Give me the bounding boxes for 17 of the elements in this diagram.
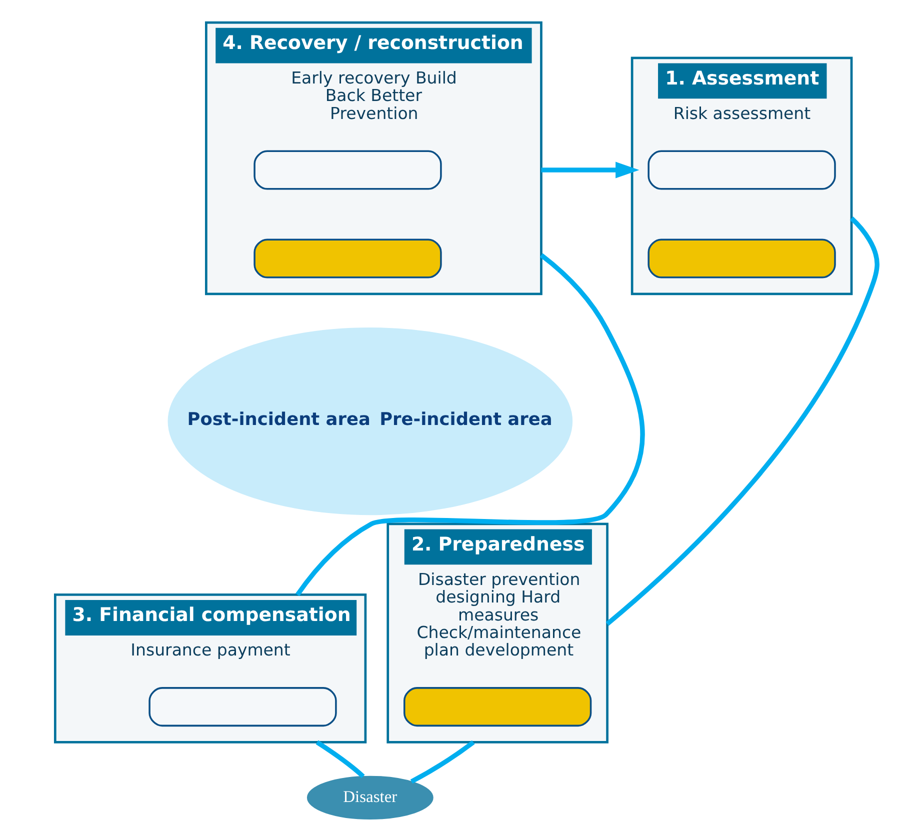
connector: [295, 253, 644, 596]
arrow: [540, 162, 639, 178]
node-box: [148, 687, 336, 727]
node-ellipse: Post-incident area Pre-incident area: [167, 328, 572, 516]
node-box: [253, 150, 442, 190]
cluster: 3. Financial compensation Insurance payment: [53, 594, 366, 744]
node-box: [647, 238, 836, 278]
node-box: [647, 150, 836, 190]
cluster: 4. Recovery / reconstruction Early recovery Build Back Better Prevention: [204, 21, 542, 296]
node-ellipse: Disaster: [306, 776, 433, 820]
connector: [605, 216, 879, 626]
connector: [315, 740, 364, 778]
cluster: 1. Assessment Risk assessment: [630, 56, 852, 296]
node-box: [403, 687, 592, 727]
cluster: 2. Preparedness Disaster prevention designing Hard measures Check/maintenance plan development: [386, 522, 608, 744]
node-box: [253, 238, 442, 278]
connector: [410, 740, 474, 784]
